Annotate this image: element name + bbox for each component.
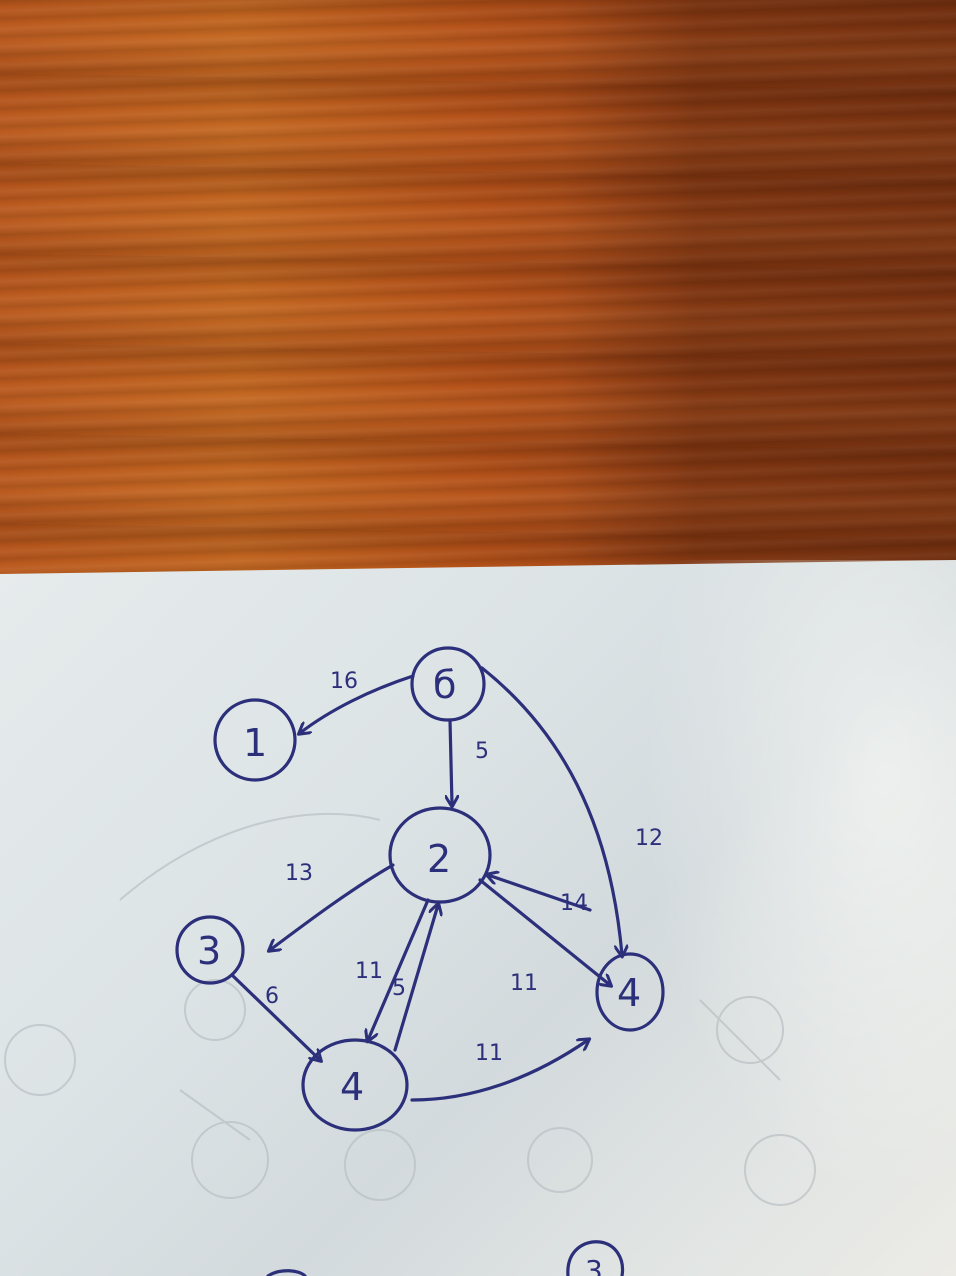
edge-6-to-4-right (480, 666, 622, 955)
weight-4-right-to-2: 14 (560, 891, 588, 916)
table-shadow (560, 0, 956, 580)
edge-6-to-1 (300, 674, 415, 733)
node-4-bottom-label: 4 (340, 1065, 364, 1109)
weight-2-to-3: 13 (285, 861, 313, 886)
node-6-label: б (433, 663, 456, 707)
weight-6-to-2: 5 (475, 739, 489, 764)
node-partial-bottom-left (266, 1269, 307, 1276)
node-3-circle (175, 915, 245, 985)
weight-6-to-1: 16 (330, 669, 358, 694)
edge-4-bottom-to-2 (393, 905, 438, 1052)
weight-4-to-4: 11 (475, 1041, 503, 1066)
weight-2-to-4-right: 11 (510, 971, 538, 996)
wooden-table (0, 0, 956, 580)
edge-4-bottom-to-4-right (410, 1040, 588, 1102)
edge-6-to-2 (450, 718, 452, 805)
faint-background-marks (4, 812, 816, 1206)
paper-highlight (600, 560, 956, 1276)
node-4-bottom-circle (301, 1038, 409, 1132)
node-2-label: 2 (427, 837, 451, 881)
node-3-partial-circle (566, 1240, 625, 1276)
edge-3-to-4-bottom (230, 973, 320, 1060)
edge-4-right-to-2 (488, 875, 592, 912)
node-4-right-circle (595, 952, 665, 1032)
node-1-label: 1 (243, 721, 267, 765)
weight-4-bottom-to-2: 5 (392, 976, 406, 1001)
node-3-label: 3 (197, 929, 221, 973)
edge-2-to-3 (270, 863, 395, 950)
node-3b-partial-label: 3 (585, 1254, 603, 1276)
weight-2-to-4-bottom: 11 (355, 959, 383, 984)
node-6-circle (410, 646, 486, 722)
weight-3-to-4: 6 (265, 984, 279, 1009)
weight-6-to-4: 12 (635, 826, 663, 851)
node-4-right-label: 4 (617, 971, 641, 1015)
node-1-circle (213, 698, 297, 782)
edge-2-to-4-right (478, 878, 610, 985)
edge-2-to-4-bottom (368, 898, 430, 1040)
